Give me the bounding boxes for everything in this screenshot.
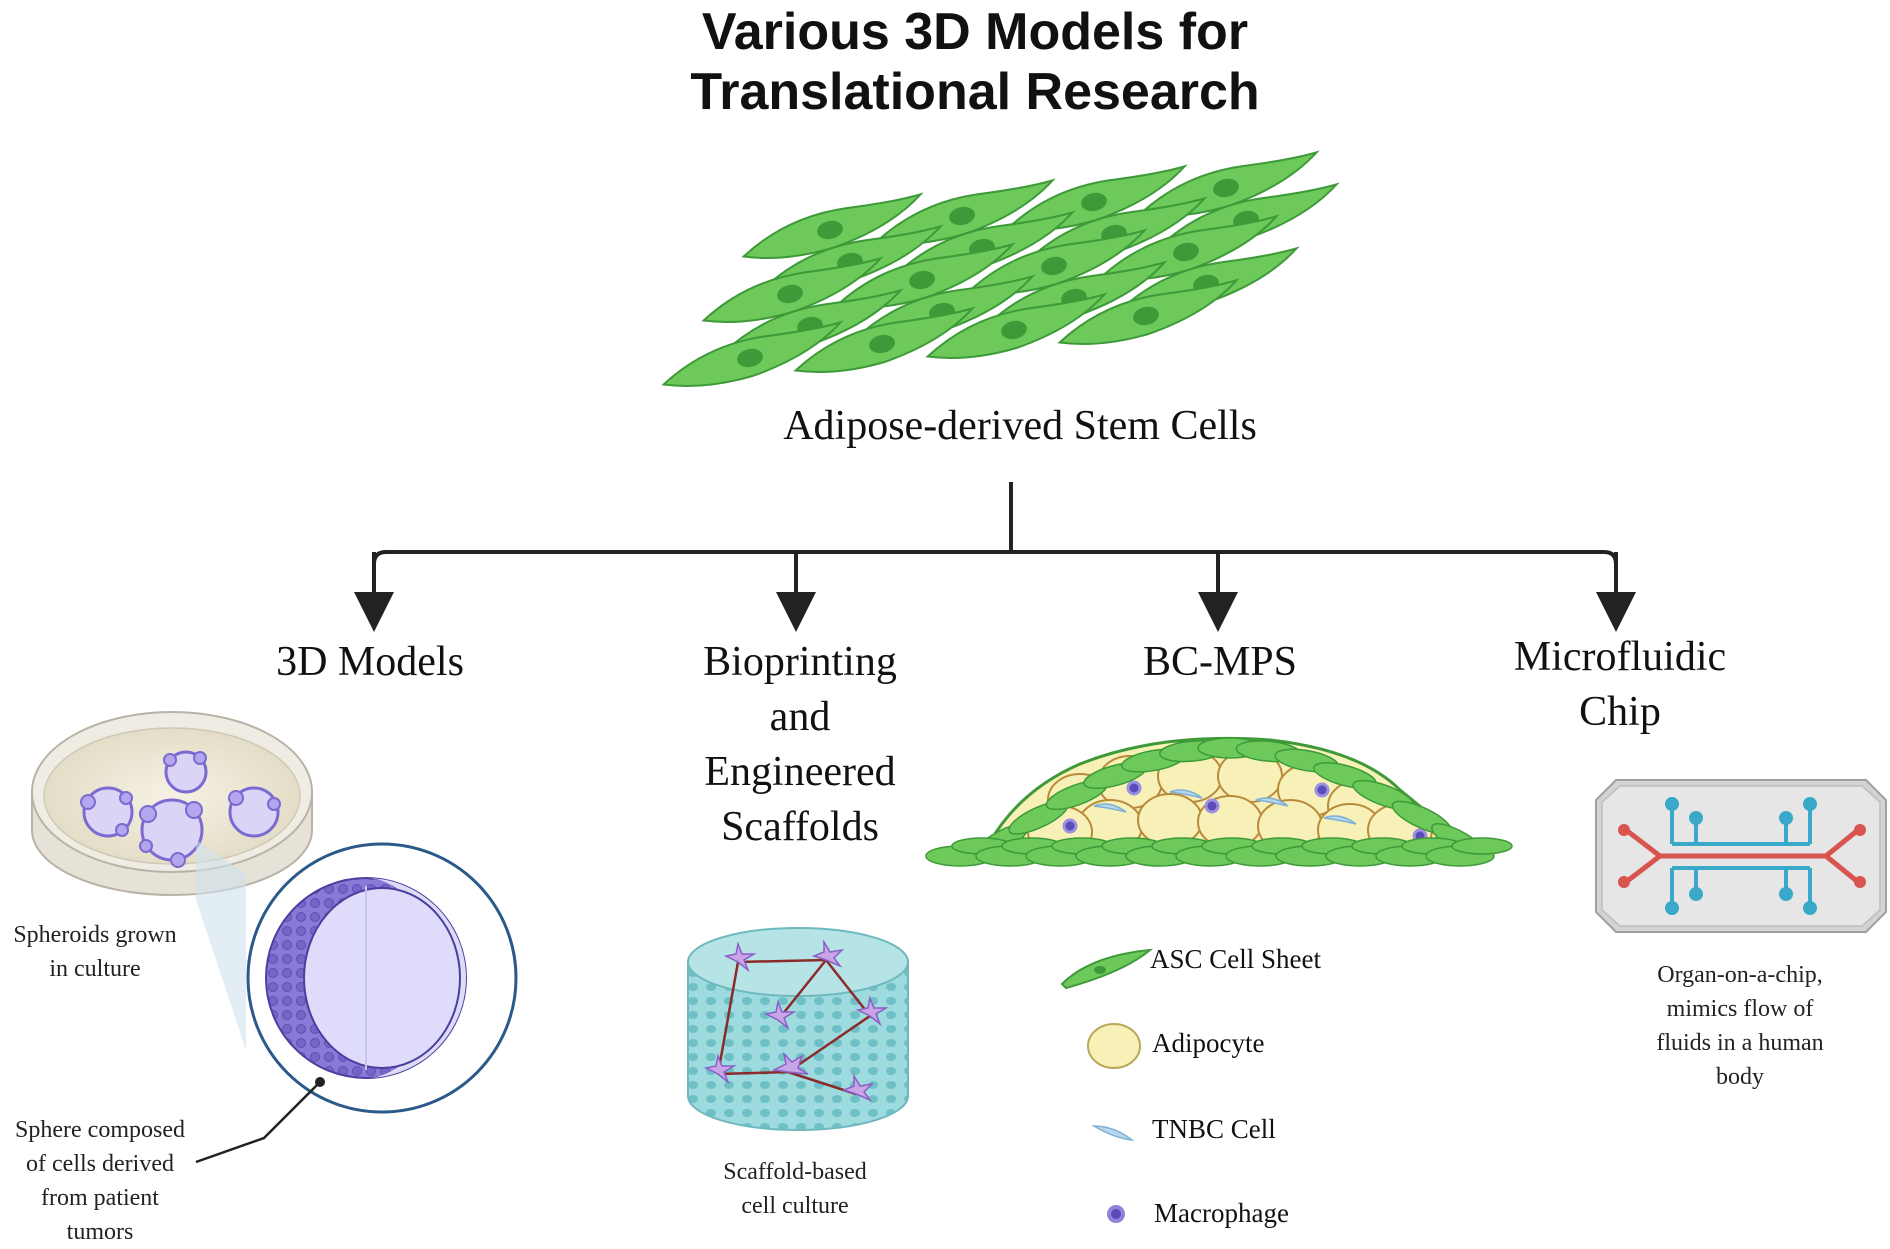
title-line-1: Various 3D Models for [701,3,1249,61]
legend-label-adipocyte: Adipocyte [1152,1028,1265,1058]
branch-bioprinting-label: Bioprinting and Engineered Scaffolds [600,635,1000,855]
legend-label-tnbc-cell: TNBC Cell [1152,1114,1276,1144]
legend-icons [1060,948,1154,1223]
macrophage [1314,782,1330,798]
branch-bar [372,550,1618,602]
microfluidic-chip-illustration [1595,779,1887,933]
asc-cell [741,192,924,259]
title-line-2: Translational Research [690,63,1260,121]
branch-label-line: Bioprinting [703,639,897,685]
macrophage [1062,818,1078,834]
legend-label-macrophage: Macrophage [1154,1198,1289,1228]
tnbc-cell [1323,815,1357,825]
sphere-cross-section [246,842,518,1114]
root-node-label: Adipose-derived Stem Cells [783,403,1257,449]
asc-cell [925,292,1108,359]
tnbc-cell [1255,797,1289,807]
branch-microfluidic-label: Microfluidic Chip [1410,630,1830,740]
spheroids-caption: Spheroids grown in culture [0,918,190,986]
scaffold-network [716,958,871,1096]
sphere-caption: Sphere composed of cells derived from pa… [0,1113,200,1249]
chip-blue-channels [1670,806,1812,906]
asc-cell [793,306,976,373]
asc-cell [661,320,844,387]
chip-caption: Organ-on-a-chip, mimics flow of fluids i… [1620,958,1860,1094]
adipocyte-icon [1087,1023,1141,1069]
caption-line: Scaffold-based [723,1159,867,1185]
branch-bc-mps-label: BC-MPS [1020,635,1420,690]
tnbc-cell [1169,789,1203,799]
caption-line: Organ-on-a-chip, [1657,962,1823,988]
scaffold-illustration [687,927,909,1131]
asc-cell-sheet-icon [1060,948,1154,990]
chip-red-channels [1624,828,1860,884]
caption-line: fluids in a human [1656,1030,1824,1056]
caption-line: of cells derived [26,1151,174,1177]
asc-cell [1137,150,1320,217]
branch-label-line: Microfluidic [1513,634,1727,680]
connector-tree [354,482,1636,632]
caption-line: in culture [49,956,141,982]
tnbc-cell-icon [1091,1125,1135,1142]
asc-cell [701,256,884,323]
caption-line: cell culture [741,1193,849,1219]
diagram-title: Various 3D Models for Translational Rese… [0,2,1890,122]
spheroid [80,786,134,838]
caption-line: mimics flow of [1666,996,1814,1022]
branch-label-line: and [769,694,831,740]
legend-label-asc-cell-sheet: ASC Cell Sheet [1150,944,1322,974]
spheroid [228,786,281,838]
caption-line: Spheroids grown [13,922,177,948]
asc-cell [873,178,1056,245]
asc-cell [833,242,1016,309]
macrophage [1204,798,1220,814]
asc-cell [1097,214,1280,281]
branch-label-line: Scaffolds [721,804,879,850]
scaffold-caption: Scaffold-based cell culture [685,1155,905,1223]
asc-cell [1451,837,1513,855]
macrophage-icon [1107,1205,1125,1223]
macrophage [1126,780,1142,796]
spheroid [163,750,208,794]
branch-label-line: BC-MPS [1142,639,1298,685]
branch-label-line: Engineered [704,749,896,795]
asc-cell [1005,164,1188,231]
caption-line: body [1716,1064,1764,1090]
zoom-wedge [196,840,246,1050]
asc-cell [1057,278,1240,345]
asc-cell-sheet-illustration [661,150,1340,387]
branch-label-line: Chip [1579,689,1661,735]
bc-mps-illustration [925,736,1513,867]
caption-line: tumors [66,1219,134,1245]
tnbc-cell [1093,803,1127,813]
branch-3d-models-label: 3D Models [180,635,560,690]
caption-line: from patient [41,1185,159,1211]
branch-label-line: 3D Models [276,639,464,685]
spheroid [139,798,204,868]
caption-line: Sphere composed [15,1117,185,1143]
asc-cell [965,228,1148,295]
sphere-callout-line [195,1081,321,1164]
petri-dish-illustration [31,711,313,896]
